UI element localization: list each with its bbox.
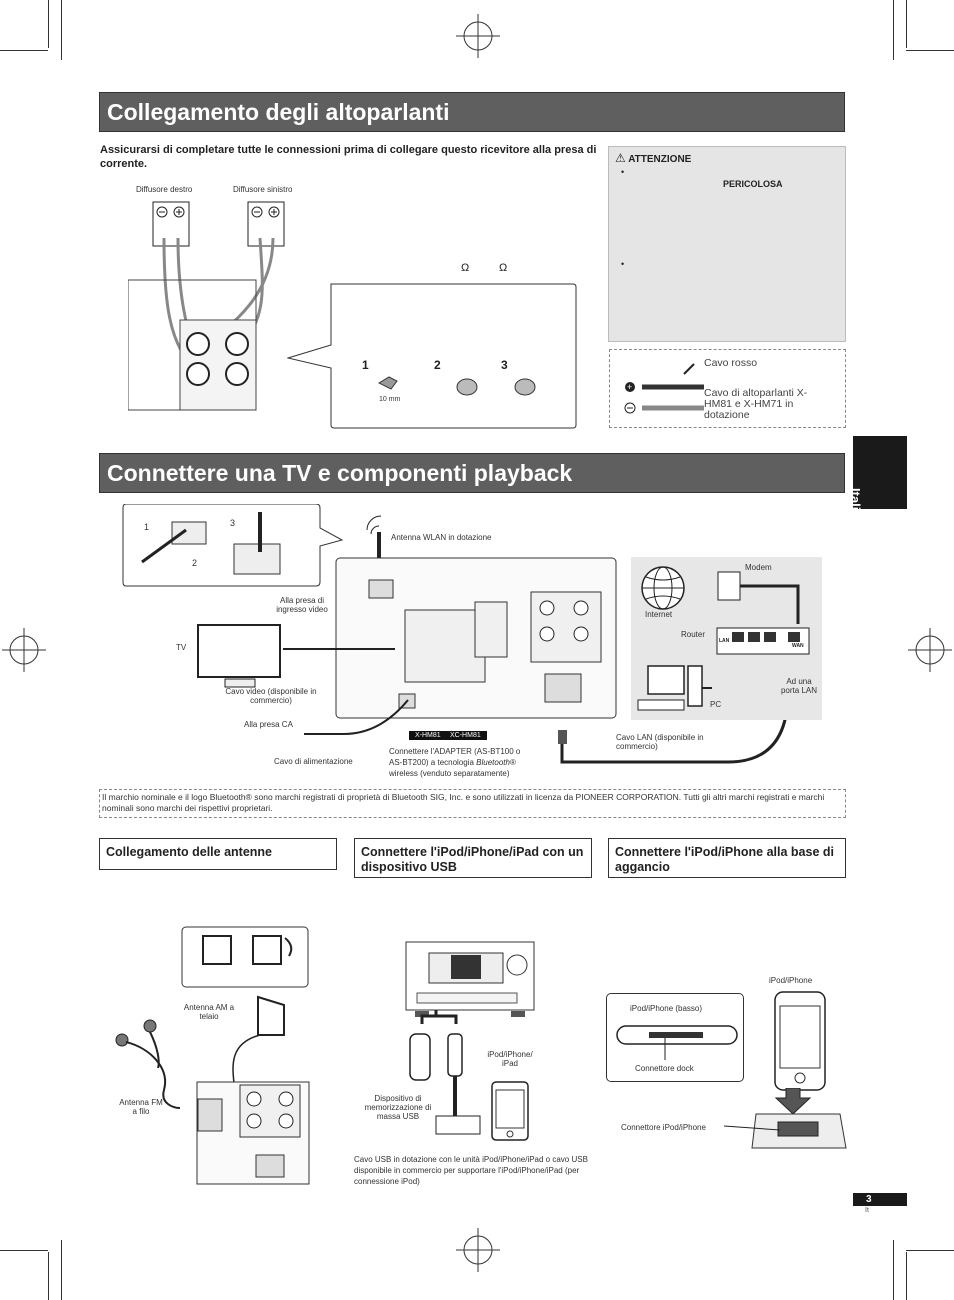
lan-cable-label: Cavo LAN (disponibile in commercio) xyxy=(616,733,704,751)
model-badge: X-HM81 xyxy=(409,731,447,740)
attention-heading: ATTENZIONE xyxy=(628,154,692,165)
ipod-bottom-label: iPod/iPhone (basso) xyxy=(630,1004,703,1013)
warning-icon: ⚠ xyxy=(615,151,626,165)
crop-mark xyxy=(0,50,48,51)
receiver-front-panel xyxy=(405,941,535,1017)
antenna-terminal-panel xyxy=(196,1081,310,1185)
crop-mark xyxy=(48,0,49,48)
registration-mark xyxy=(456,1228,500,1272)
page-number: 3 xyxy=(853,1193,907,1206)
page-lang: It xyxy=(865,1207,869,1214)
bullet: • xyxy=(621,259,625,269)
callout-bubble xyxy=(287,283,577,429)
fm-antenna-label: Antenna FM a filo xyxy=(119,1098,163,1116)
wlan-antenna-label: Antenna WLAN in dotazione xyxy=(391,533,492,542)
wlan-antenna-callout xyxy=(122,504,344,587)
pc-icon xyxy=(637,665,712,711)
red-cable-label: Cavo rosso xyxy=(704,357,758,369)
step-label: 3 xyxy=(501,358,508,372)
ipod-connector-leader xyxy=(723,1125,781,1131)
usb-branch-diagram xyxy=(409,1010,481,1135)
internet-label: Internet xyxy=(645,610,673,619)
registration-mark xyxy=(2,628,46,672)
registration-mark xyxy=(908,628,952,672)
connection-warning: Assicurarsi di completare tutte le conne… xyxy=(100,144,597,170)
model-badge: XC-HM81 xyxy=(444,731,487,740)
crop-mark xyxy=(906,1250,954,1251)
right-speaker-label: Diffusore destro xyxy=(136,185,193,194)
step-label: 3 xyxy=(230,518,236,528)
crop-mark xyxy=(906,0,907,48)
ipod-connector-label: Connettore iPod/iPhone xyxy=(621,1123,706,1132)
speaker-cable-icon: + xyxy=(624,363,704,414)
router-label: Router xyxy=(681,630,706,639)
bullet: • xyxy=(621,167,625,177)
dock-connector-label: Connettore dock xyxy=(635,1064,694,1073)
router-lan-label: LAN xyxy=(719,638,730,644)
tv-icon xyxy=(197,624,395,688)
am-loop-antenna xyxy=(232,995,285,1084)
crop-mark xyxy=(893,1240,894,1300)
crop-mark xyxy=(893,0,894,60)
section-title-tv-playback: Connettere una TV e componenti playback xyxy=(99,453,845,493)
crop-mark xyxy=(61,1240,62,1300)
ac-outlet-label: Alla presa CA xyxy=(244,720,293,729)
step-label: 1 xyxy=(144,522,150,532)
cable-legend: + Cavo rosso Cavo di altoparlanti X-HM81… xyxy=(609,349,846,428)
usb-cable-caption: Cavo USB in dotazione con le unità iPod/… xyxy=(354,1155,588,1186)
dock-base xyxy=(751,1088,847,1149)
lan-port-label: Ad una porta LAN xyxy=(780,677,818,695)
fm-wire-antenna xyxy=(115,1019,181,1109)
step-label: 1 xyxy=(362,358,369,372)
router-icon xyxy=(716,627,810,655)
step-label: 2 xyxy=(434,358,441,372)
am-antenna-assembly-callout xyxy=(181,926,309,988)
step-label: 2 xyxy=(192,558,198,568)
left-speaker-label: Diffusore sinistro xyxy=(233,185,293,194)
section-title-speakers: Collegamento degli altoparlanti xyxy=(99,92,845,132)
ohm-symbol: Ω xyxy=(499,262,508,274)
crop-mark xyxy=(48,1252,49,1300)
receiver-rear-panel xyxy=(335,515,617,719)
modem-label: Modem xyxy=(745,563,772,572)
registration-mark xyxy=(456,14,500,58)
speaker-wiring-diagram xyxy=(128,201,285,411)
subsection-title-dock: Connettere l'iPod/iPhone alla base di ag… xyxy=(608,838,846,878)
ohm-symbol: Ω xyxy=(461,262,470,274)
ipad-icon xyxy=(491,1081,529,1141)
subsection-title-antennas: Collegamento delle antenne xyxy=(99,838,337,870)
power-cord-label: Cavo di alimentazione xyxy=(274,757,353,766)
attention-keyword: PERICOLOSA xyxy=(723,179,783,189)
speaker-cable-label: Cavo di altoparlanti X-HM81 e X-HM71 in … xyxy=(704,387,808,421)
modem-icon xyxy=(717,571,800,624)
am-antenna-label: Antenna AM a telaio xyxy=(183,1003,235,1021)
video-input-label: Alla presa di ingresso video xyxy=(276,596,328,614)
wire-strip-length: 10 mm xyxy=(379,396,401,403)
language-tab: Italiano xyxy=(848,436,907,534)
crop-mark xyxy=(61,0,62,60)
trademark-notice: Il marchio nominale e il logo Bluetooth®… xyxy=(99,789,846,818)
attention-box: ⚠ ATTENZIONE • PERICOLOSA • xyxy=(608,146,846,342)
power-cord xyxy=(304,699,409,735)
ipod-iphone-label: iPod/iPhone xyxy=(769,976,813,985)
crop-mark xyxy=(906,50,954,51)
crop-mark xyxy=(0,1250,48,1251)
ipod-bottom-view xyxy=(616,1025,738,1060)
router-wan-label: WAN xyxy=(792,643,804,649)
svg-text:+: + xyxy=(627,382,632,392)
globe-icon xyxy=(641,566,685,610)
usb-storage-label: Dispositivo di memorizzazione di massa U… xyxy=(364,1094,432,1121)
bt-adapter-note: Connettere l'ADAPTER (AS-BT100 o AS-BT20… xyxy=(389,747,521,778)
tv-label: TV xyxy=(176,643,187,652)
subsection-title-usb: Connettere l'iPod/iPhone/iPad con un dis… xyxy=(354,838,592,878)
crop-mark xyxy=(906,1252,907,1300)
ipod-usb-label: iPod/iPhone/ iPad xyxy=(487,1050,533,1068)
iphone-icon xyxy=(774,991,826,1091)
video-cable-label: Cavo video (disponibile in commercio) xyxy=(225,687,317,705)
pc-label: PC xyxy=(710,700,722,709)
